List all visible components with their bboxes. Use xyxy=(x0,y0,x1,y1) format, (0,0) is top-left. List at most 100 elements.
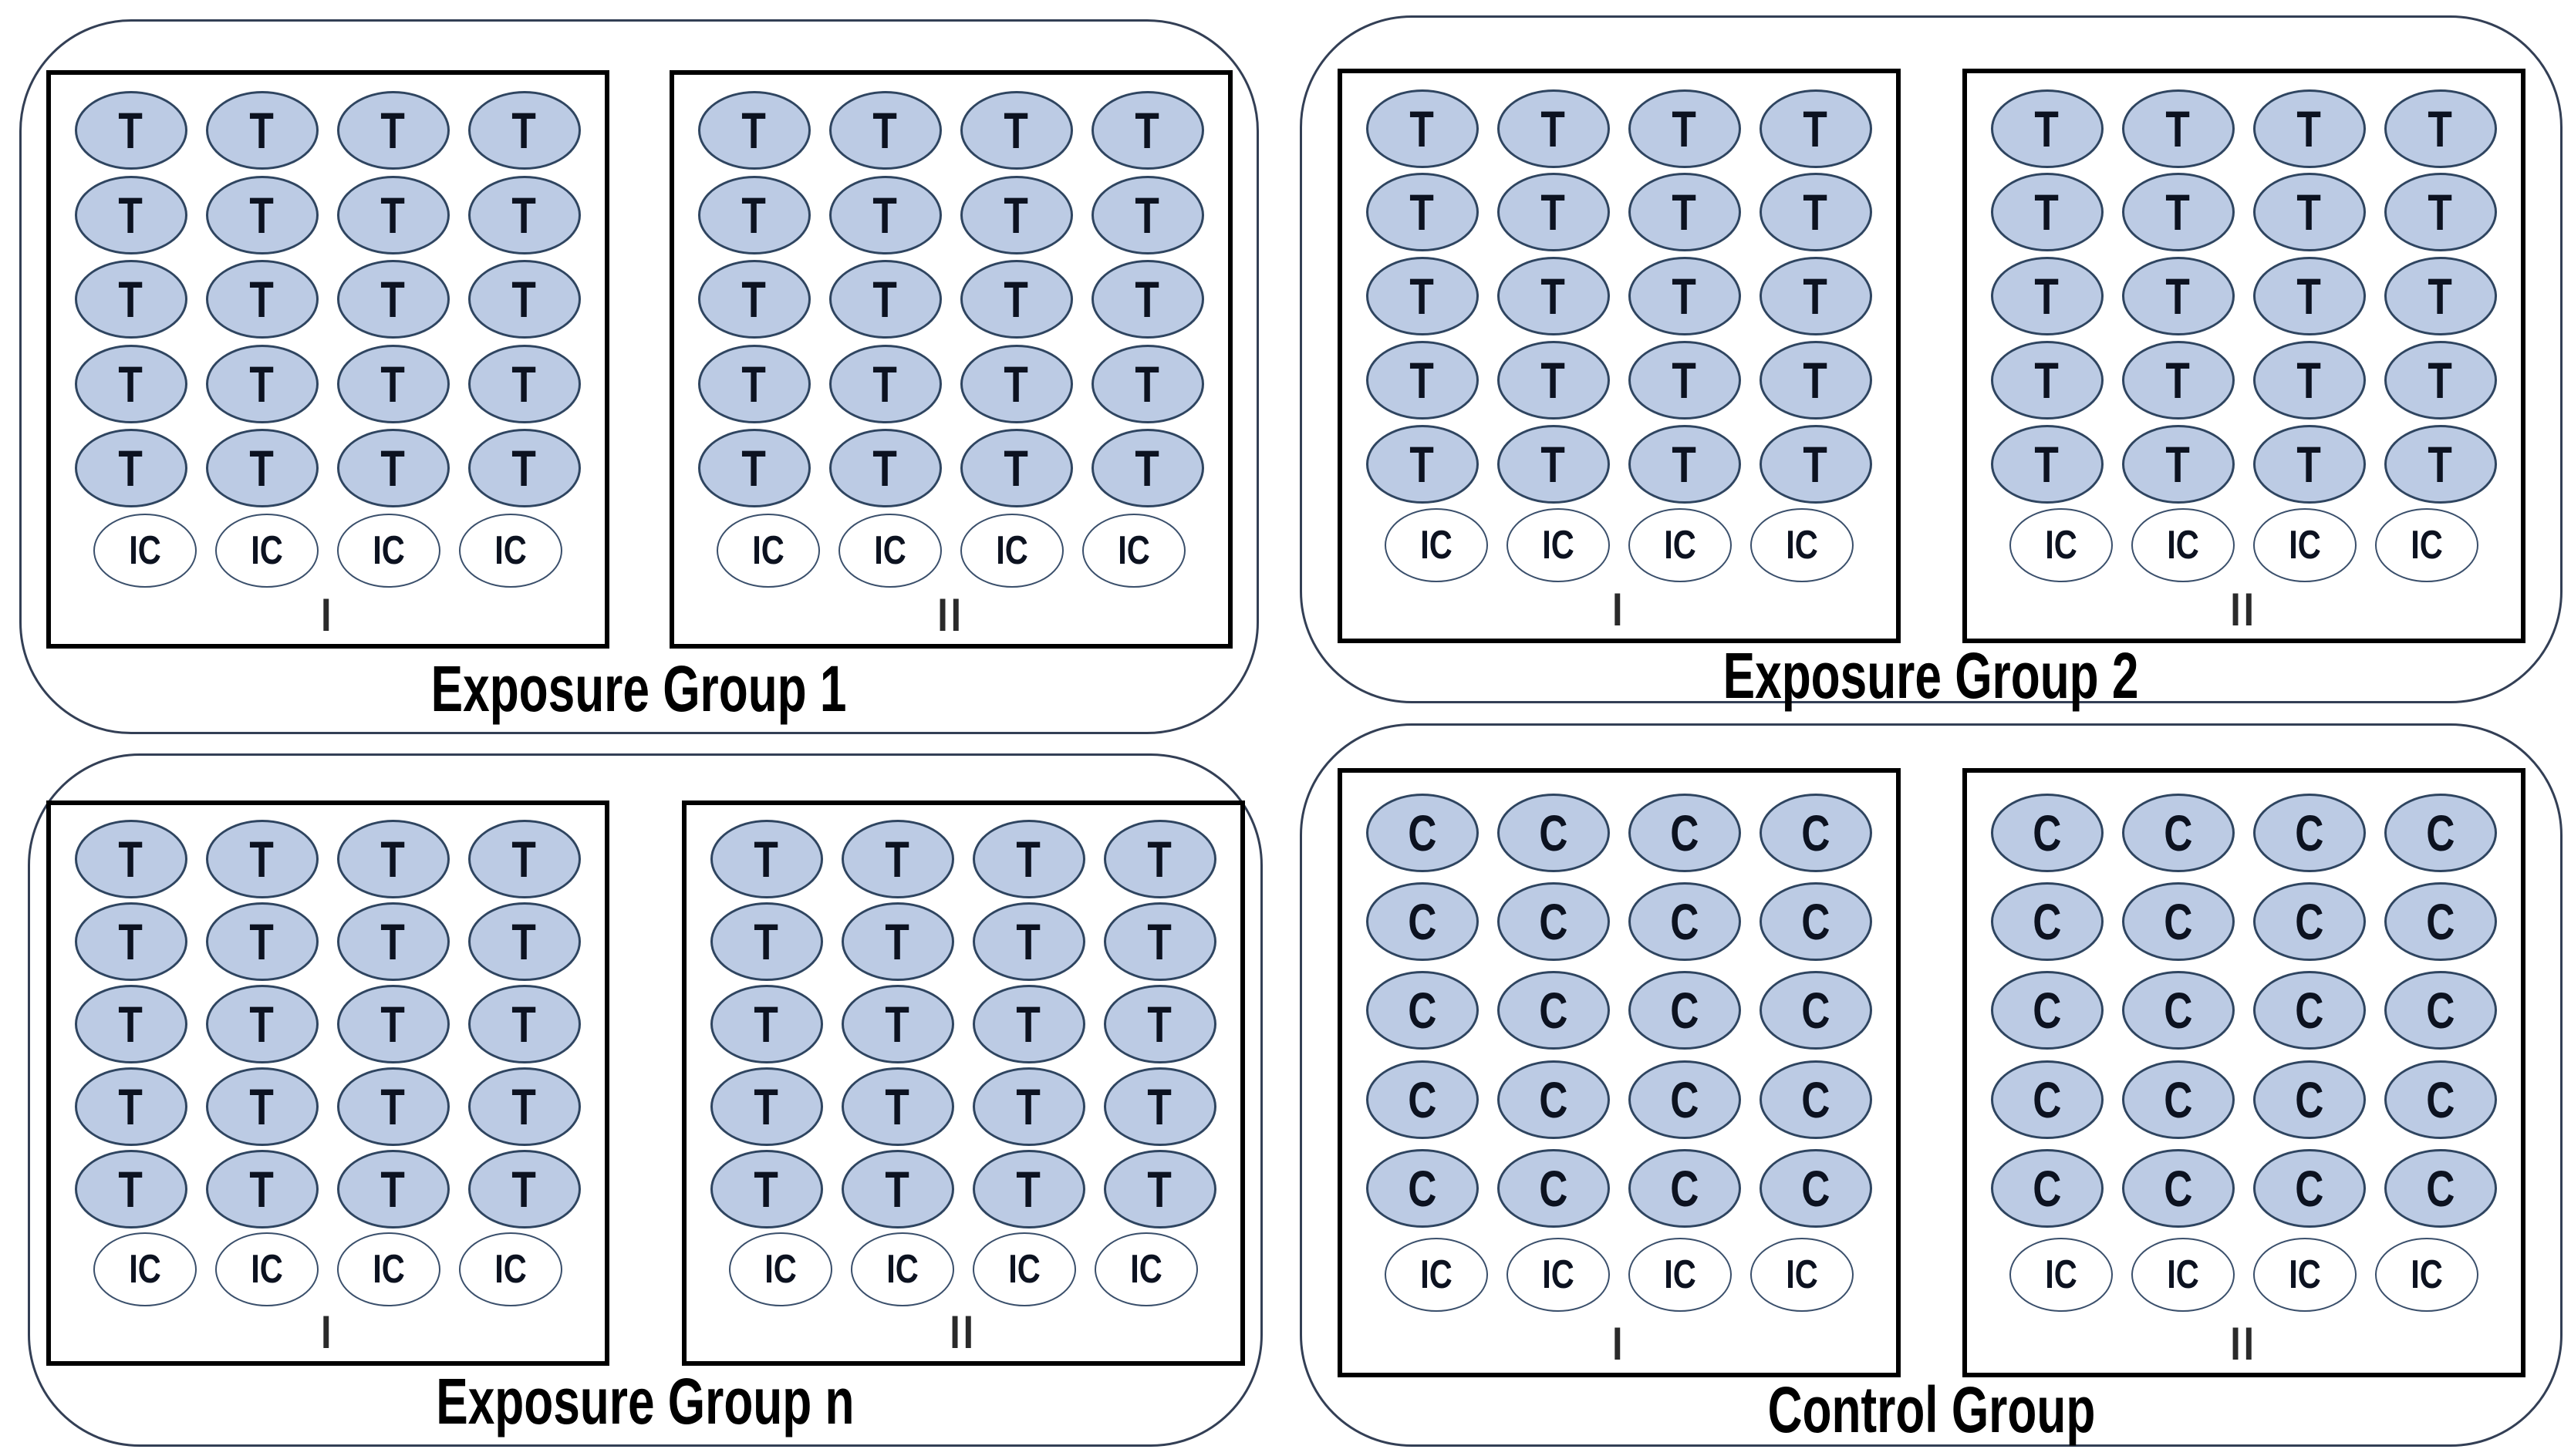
replicate-numeral: II xyxy=(2230,1318,2257,1370)
treated-unit: C xyxy=(1990,794,2104,873)
treated-unit: T xyxy=(2121,340,2235,420)
internal-control-unit: IC xyxy=(2374,508,2478,583)
internal-control-unit: IC xyxy=(93,513,197,588)
treated-unit: T xyxy=(467,820,581,898)
treated-unit: T xyxy=(1990,257,2104,336)
treated-unit: T xyxy=(74,344,187,423)
treated-unit: T xyxy=(74,260,187,339)
internal-control-unit: IC xyxy=(716,513,820,588)
treated-unit: T xyxy=(710,1150,823,1228)
group-label: Exposure Group n xyxy=(436,1365,855,1437)
treated-unit: T xyxy=(697,344,811,423)
treated-unit: T xyxy=(336,902,450,981)
replicate-numeral: II xyxy=(2230,584,2257,635)
treated-unit: T xyxy=(697,175,811,254)
treated-unit: C xyxy=(1496,1060,1610,1139)
treated-unit: C xyxy=(1759,1060,1872,1139)
group-label: Exposure Group 1 xyxy=(431,652,847,725)
treated-unit: C xyxy=(1628,1148,1741,1228)
internal-control-unit: IC xyxy=(2131,508,2235,583)
internal-control-unit: IC xyxy=(214,513,319,588)
treated-unit: T xyxy=(1496,424,1610,504)
treated-unit: T xyxy=(972,1067,1085,1146)
internal-control-unit: IC xyxy=(1506,1237,1610,1312)
treated-unit: C xyxy=(1365,1060,1479,1139)
treated-unit: T xyxy=(74,1067,187,1146)
treated-unit: C xyxy=(2121,1060,2235,1139)
treated-unit: C xyxy=(1496,794,1610,873)
treated-unit: T xyxy=(467,175,581,254)
treated-unit: T xyxy=(697,91,811,170)
treated-unit: T xyxy=(1365,424,1479,504)
treated-unit: T xyxy=(2384,340,2497,420)
treated-unit: C xyxy=(2121,971,2235,1050)
treated-unit: T xyxy=(74,902,187,981)
treated-unit: T xyxy=(841,820,954,898)
treated-unit: T xyxy=(972,902,1085,981)
treated-unit: T xyxy=(841,1150,954,1228)
treated-unit: C xyxy=(2384,1148,2497,1228)
treated-unit: T xyxy=(1365,257,1479,336)
treated-unit: T xyxy=(2252,257,2366,336)
treated-unit: T xyxy=(2252,89,2366,168)
treated-unit: C xyxy=(2384,971,2497,1050)
treated-unit: C xyxy=(1759,882,1872,962)
treated-unit: T xyxy=(710,902,823,981)
treated-unit: C xyxy=(1990,971,2104,1050)
group-label: Control Group xyxy=(1767,1373,2095,1446)
group-label: Exposure Group 2 xyxy=(1723,639,2139,712)
treated-unit: T xyxy=(1496,257,1610,336)
treated-unit: T xyxy=(960,344,1073,423)
treated-unit: T xyxy=(467,260,581,339)
replicate-numeral: II xyxy=(950,1306,977,1358)
replicate-numeral: I xyxy=(1611,1318,1626,1370)
treated-unit: T xyxy=(828,260,942,339)
internal-control-unit: IC xyxy=(336,1232,440,1306)
treated-unit: C xyxy=(1990,1060,2104,1139)
treated-unit: T xyxy=(1628,340,1741,420)
treated-unit: T xyxy=(1365,89,1479,168)
treated-unit: C xyxy=(1365,882,1479,962)
treated-unit: C xyxy=(2121,1148,2235,1228)
internal-control-unit: IC xyxy=(2252,508,2357,583)
treated-unit: T xyxy=(1759,257,1872,336)
treated-unit: T xyxy=(2121,173,2235,252)
internal-control-unit: IC xyxy=(1749,1237,1854,1312)
treated-unit: C xyxy=(2121,882,2235,962)
internal-control-unit: IC xyxy=(336,513,440,588)
treated-unit: T xyxy=(336,1150,450,1228)
treated-unit: T xyxy=(1091,175,1204,254)
treated-unit: T xyxy=(1496,173,1610,252)
treated-unit: T xyxy=(1759,424,1872,504)
treated-unit: T xyxy=(467,1150,581,1228)
treated-unit: T xyxy=(336,91,450,170)
internal-control-unit: IC xyxy=(728,1232,832,1306)
treated-unit: T xyxy=(972,1150,1085,1228)
treated-unit: T xyxy=(697,260,811,339)
treated-unit: C xyxy=(1759,1148,1872,1228)
